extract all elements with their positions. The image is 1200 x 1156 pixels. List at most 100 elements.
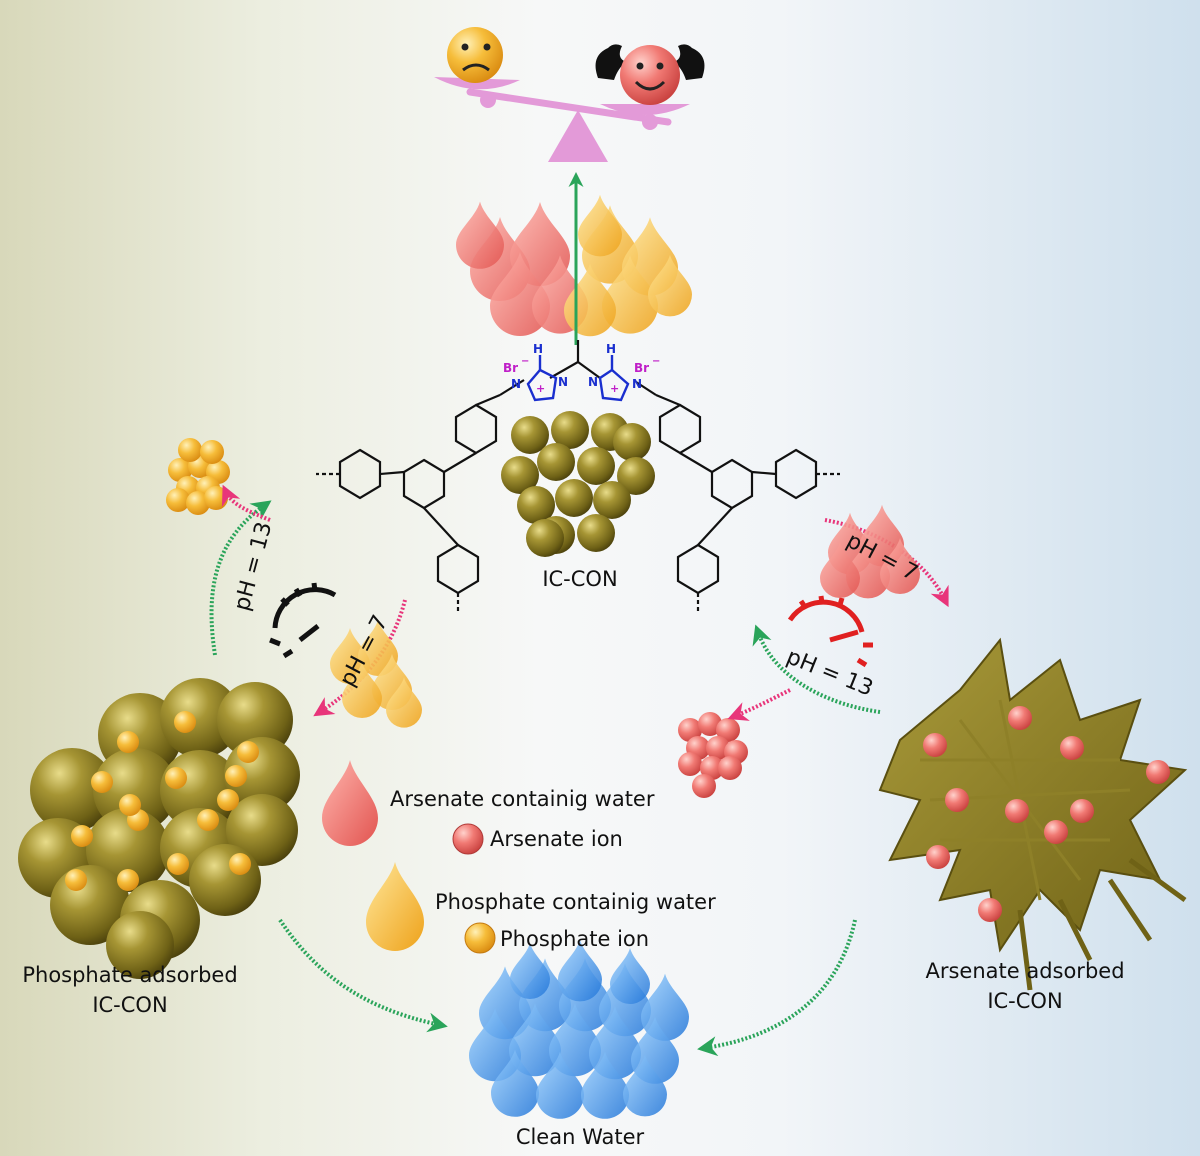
clean-water-droplet — [623, 1054, 667, 1117]
ic-con-sphere — [577, 447, 615, 485]
clean-water-droplets — [469, 939, 689, 1119]
clean-water-label: Clean Water — [515, 1125, 645, 1149]
phosphate-ion — [174, 711, 196, 733]
arsenate-ion — [926, 845, 950, 869]
legend-phosphate-ion-text: Phosphate ion — [500, 927, 650, 951]
phosphate-ion — [117, 869, 139, 891]
phosphate-ion — [91, 771, 113, 793]
n-label-left: N — [511, 377, 521, 391]
phosphate-adsorbed-spheres — [18, 678, 300, 979]
n-label-bridge-right: N — [588, 375, 598, 389]
ic-con-sphere — [617, 457, 655, 495]
balance-scale — [434, 77, 690, 162]
arsenate-ion — [678, 718, 702, 742]
phosphate-ion — [166, 488, 190, 512]
ic-con-sphere — [517, 486, 555, 524]
n-label-bridge-left: N — [558, 375, 568, 389]
arsenate-ion — [945, 788, 969, 812]
clean-water-droplet — [581, 1051, 629, 1119]
phosphate-ion — [204, 486, 228, 510]
legend-phosphate-water-text: Phosphate containig water — [435, 890, 716, 914]
clean-water-droplet — [558, 939, 602, 1002]
clean-water-droplet — [491, 1049, 539, 1117]
arsenate-droplet — [880, 538, 920, 594]
arsenate-adsorbed-flakes — [878, 637, 1188, 991]
phosphate-adsorbed-label-line2: IC-CON — [92, 993, 168, 1017]
ic-con-sphere — [555, 479, 593, 517]
arsenate-ion — [716, 718, 740, 742]
phosphate-droplet — [358, 620, 398, 676]
ph-left-regen-label: pH = 13 — [230, 519, 278, 613]
water-droplet — [648, 254, 692, 317]
arsenate-adsorbed-label-line2: IC-CON — [987, 989, 1063, 1013]
ic-con-sphere — [593, 481, 631, 519]
phosphate-ion — [65, 869, 87, 891]
ic-con-sphere — [577, 514, 615, 552]
arsenate-ion — [1008, 706, 1032, 730]
sad-face-icon — [447, 27, 503, 83]
clean-water-droplet — [469, 1008, 521, 1082]
phosphate-ion — [168, 458, 192, 482]
arsenate-ion — [1146, 760, 1170, 784]
adsorbent-sphere — [160, 678, 240, 758]
water-droplet — [602, 255, 658, 334]
arsenate-ion — [978, 898, 1002, 922]
n-label-right: N — [632, 377, 642, 391]
arsenate-ion — [692, 774, 716, 798]
h-label-left: H — [533, 342, 543, 356]
arsenate-droplets-ph7 — [820, 504, 920, 599]
mixed-water-droplets — [456, 194, 692, 337]
h-label-right: H — [606, 342, 616, 356]
phosphate-ion — [165, 767, 187, 789]
legend-arsenate-water-text: Arsenate containig water — [390, 787, 655, 811]
phosphate-droplets-ph7 — [330, 620, 422, 728]
adsorbent-sphere — [226, 794, 298, 866]
phosphate-ion — [225, 765, 247, 787]
strong-face-icon — [595, 44, 705, 105]
arsenate-ion — [1044, 820, 1068, 844]
legend-arsenate-ion-text: Arsenate ion — [490, 827, 623, 851]
phosphate-ion — [197, 809, 219, 831]
phosphate-ion — [186, 491, 210, 515]
phosphate-ion — [229, 853, 251, 875]
plus-right: + — [610, 382, 619, 395]
clean-water-droplet — [610, 948, 650, 1004]
ic-con-sphere — [613, 423, 651, 461]
phosphate-ion — [119, 794, 141, 816]
br-label-right: Br — [634, 361, 649, 375]
phosphate-ion — [71, 825, 93, 847]
phosphate-ion — [167, 853, 189, 875]
legend-arsenate-drop-icon — [322, 760, 378, 846]
arsenate-ions-on-flakes — [923, 706, 1170, 922]
ic-con-particles — [501, 411, 655, 557]
clean-water-droplet — [536, 1051, 584, 1119]
arsenate-ion — [1070, 799, 1094, 823]
br-minus-left: − — [521, 356, 529, 367]
arsenate-ion — [1060, 736, 1084, 760]
adsorbent-sphere — [189, 844, 261, 916]
released-arsenate-cluster — [678, 712, 748, 798]
ic-con-sphere — [537, 443, 575, 481]
molecule-labels: H H N N N N Br − Br − + + — [503, 342, 660, 395]
arsenate-ion — [706, 736, 730, 760]
arsenate-ion — [718, 756, 742, 780]
to-clean-water-arrows — [278, 918, 857, 1057]
ic-con-label: IC-CON — [542, 567, 618, 591]
arsenate-droplet — [820, 542, 860, 598]
clean-water-droplet — [509, 1003, 561, 1077]
arsenate-ion — [1005, 799, 1029, 823]
right-regeneration-arrows — [727, 518, 949, 721]
phosphate-ion — [200, 440, 224, 464]
ph-right-regen-label: pH = 13 — [783, 644, 877, 701]
legend-phosphate-drop-icon — [366, 862, 424, 951]
phosphate-adsorbed-label-line1: Phosphate adsorbed — [22, 963, 238, 987]
arsenate-ion — [678, 752, 702, 776]
adsorbent-sphere — [30, 748, 114, 832]
clean-water-droplet — [510, 943, 550, 999]
ic-con-sphere — [501, 456, 539, 494]
imidazolium-rings — [526, 355, 630, 402]
legend-arsenate-ion-icon — [452, 823, 484, 855]
br-label-left: Br — [503, 361, 518, 375]
br-minus-right: − — [652, 356, 660, 367]
